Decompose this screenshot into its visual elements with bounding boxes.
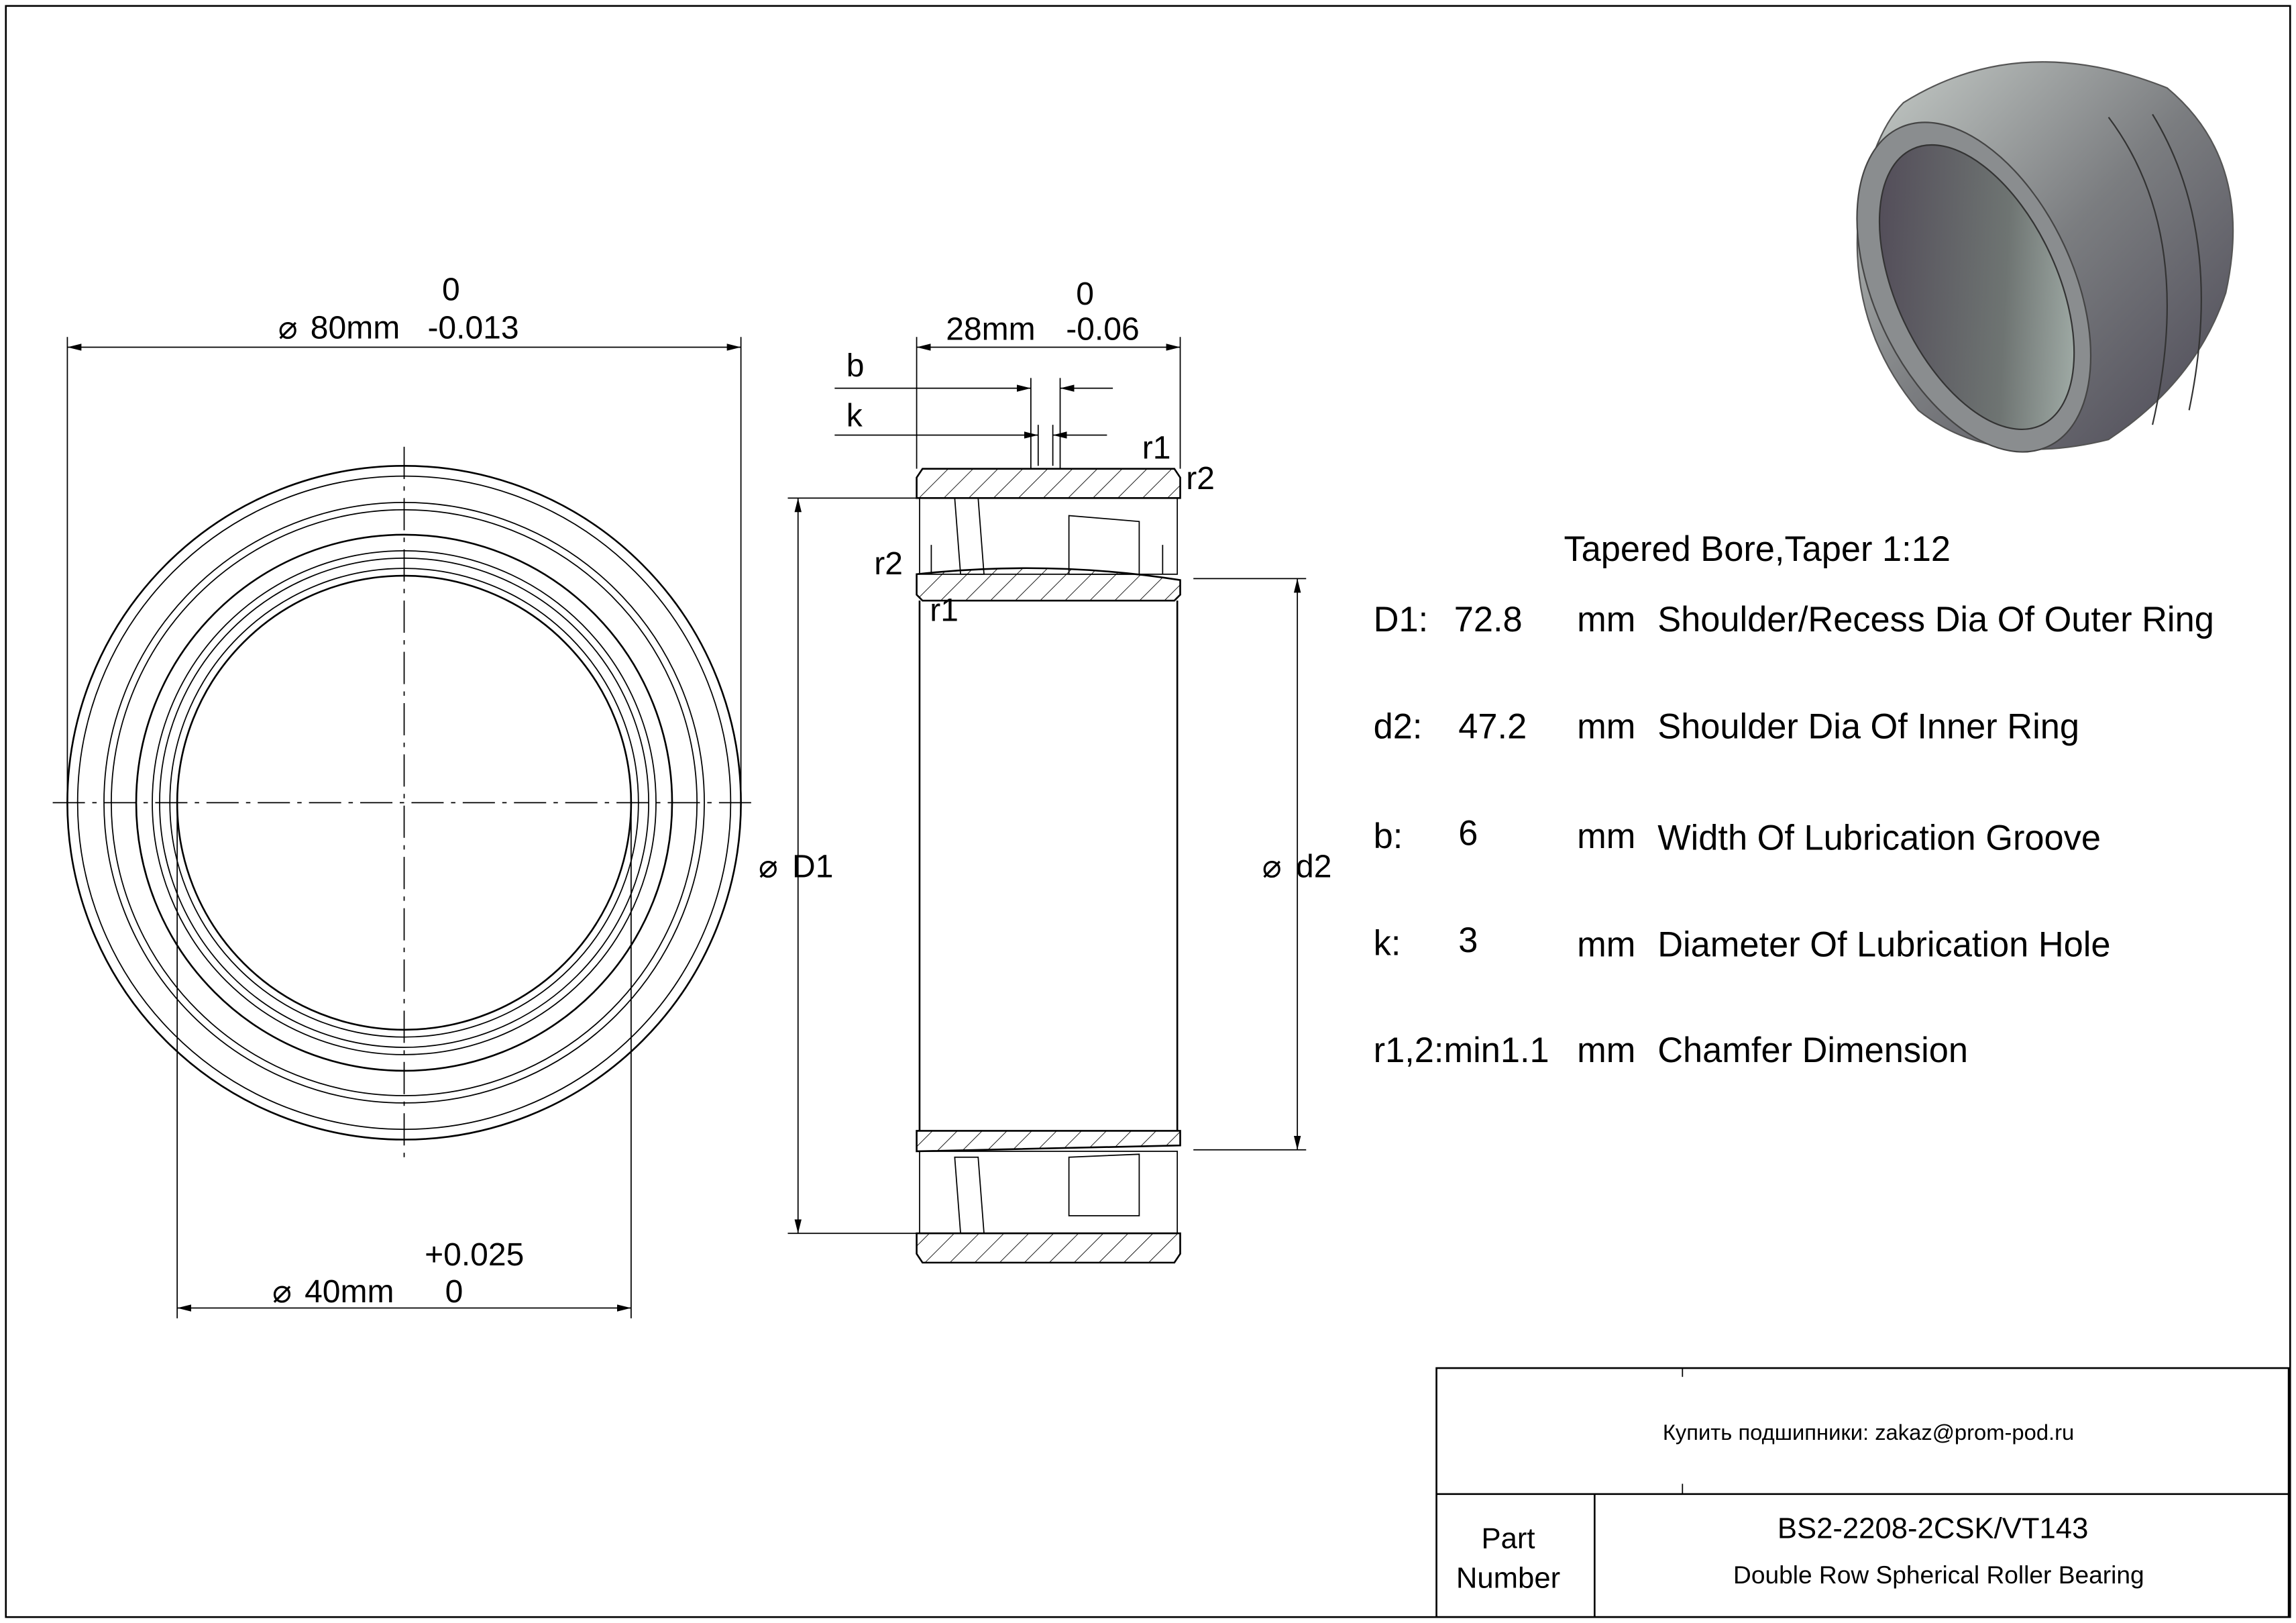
svg-text:mm: mm: [1577, 600, 1635, 639]
spec-row: k: 3 mm Diameter Of Lubrication Hole: [1374, 921, 2111, 965]
spec-row: r1,2:min1.1 mm Chamfer Dimension: [1374, 1031, 1968, 1070]
svg-text:d2:: d2:: [1374, 707, 1423, 746]
label-r1-top: r1: [1142, 430, 1171, 466]
width-lower-tol: -0.06: [1066, 312, 1139, 348]
part-number: BS2-2208-2CSK/VT143: [1778, 1512, 2089, 1545]
svg-text:6: 6: [1458, 815, 1478, 853]
svg-text:mm: mm: [1577, 817, 1635, 856]
bore-dia-value: 40mm: [305, 1274, 394, 1310]
svg-text:mm: mm: [1577, 926, 1635, 965]
outer-dia-lower-tol: -0.013: [427, 310, 518, 346]
outer-dia-value: 80mm: [311, 310, 400, 346]
svg-text:mm: mm: [1577, 1031, 1635, 1070]
svg-text:Shoulder/Recess Dia Of Outer R: Shoulder/Recess Dia Of Outer Ring: [1657, 600, 2214, 639]
diameter-symbol: ⌀: [759, 849, 778, 885]
spec-row: D1: 72.8 mm Shoulder/Recess Dia Of Outer…: [1374, 600, 2214, 639]
specs-table: Tapered Bore,Taper 1:12 D1: 72.8 mm Shou…: [1374, 530, 2214, 1070]
svg-text:Shoulder Dia Of Inner Ring: Shoulder Dia Of Inner Ring: [1657, 707, 2079, 746]
spec-row: d2: 47.2 mm Shoulder Dia Of Inner Ring: [1374, 707, 2079, 746]
section-view: 0 28mm -0.06 b k r1 r2 r2 r1 ⌀ D1 ⌀ d2: [759, 276, 1331, 1264]
contact-text: Купить подшипники: zakaz@prom-pod.ru: [1663, 1420, 2074, 1445]
label-r2-left: r2: [874, 546, 903, 582]
width-upper-tol: 0: [1076, 276, 1094, 312]
svg-text:k:: k:: [1374, 924, 1401, 963]
svg-text:72.8: 72.8: [1454, 600, 1523, 639]
svg-text:b:: b:: [1374, 817, 1403, 856]
title-block: Купить подшипники: zakaz@prom-pod.ru Par…: [1435, 1367, 2290, 1618]
label-r2-top: r2: [1186, 461, 1215, 496]
part-description: Double Row Spherical Roller Bearing: [1733, 1561, 2144, 1589]
svg-text:r1,2:min1.1: r1,2:min1.1: [1374, 1031, 1549, 1070]
bearing-3d-render: [1856, 61, 2234, 453]
svg-text:Width Of Lubrication Groove: Width Of Lubrication Groove: [1657, 819, 2101, 857]
label-D1: D1: [792, 849, 833, 885]
label-k: k: [846, 398, 863, 433]
spec-row: b: 6 mm Width Of Lubrication Groove: [1374, 815, 2101, 858]
number-label: Number: [1456, 1562, 1560, 1595]
bore-dia-lower-tol: 0: [445, 1274, 463, 1310]
label-d2: d2: [1296, 849, 1331, 885]
svg-text:47.2: 47.2: [1458, 707, 1527, 746]
front-view: 0 ⌀ 80mm -0.013 +0.025 ⌀ 40mm 0: [52, 272, 756, 1318]
diameter-symbol: ⌀: [1262, 849, 1282, 885]
outer-dia-upper-tol: 0: [442, 272, 460, 308]
bore-dia-upper-tol: +0.025: [425, 1237, 524, 1273]
label-r1-left: r1: [930, 593, 959, 629]
part-label: Part: [1481, 1522, 1535, 1555]
diameter-symbol: ⌀: [278, 310, 298, 346]
svg-text:Diameter Of Lubrication Hole: Diameter Of Lubrication Hole: [1657, 926, 2110, 965]
svg-text:3: 3: [1458, 921, 1478, 960]
diameter-symbol: ⌀: [272, 1274, 292, 1310]
svg-text:D1:: D1:: [1374, 600, 1429, 639]
svg-text:Chamfer Dimension: Chamfer Dimension: [1657, 1031, 1968, 1070]
width-value: 28mm: [946, 312, 1035, 348]
specs-title: Tapered Bore,Taper 1:12: [1564, 530, 1951, 569]
svg-text:mm: mm: [1577, 707, 1635, 746]
label-b: b: [846, 348, 865, 384]
